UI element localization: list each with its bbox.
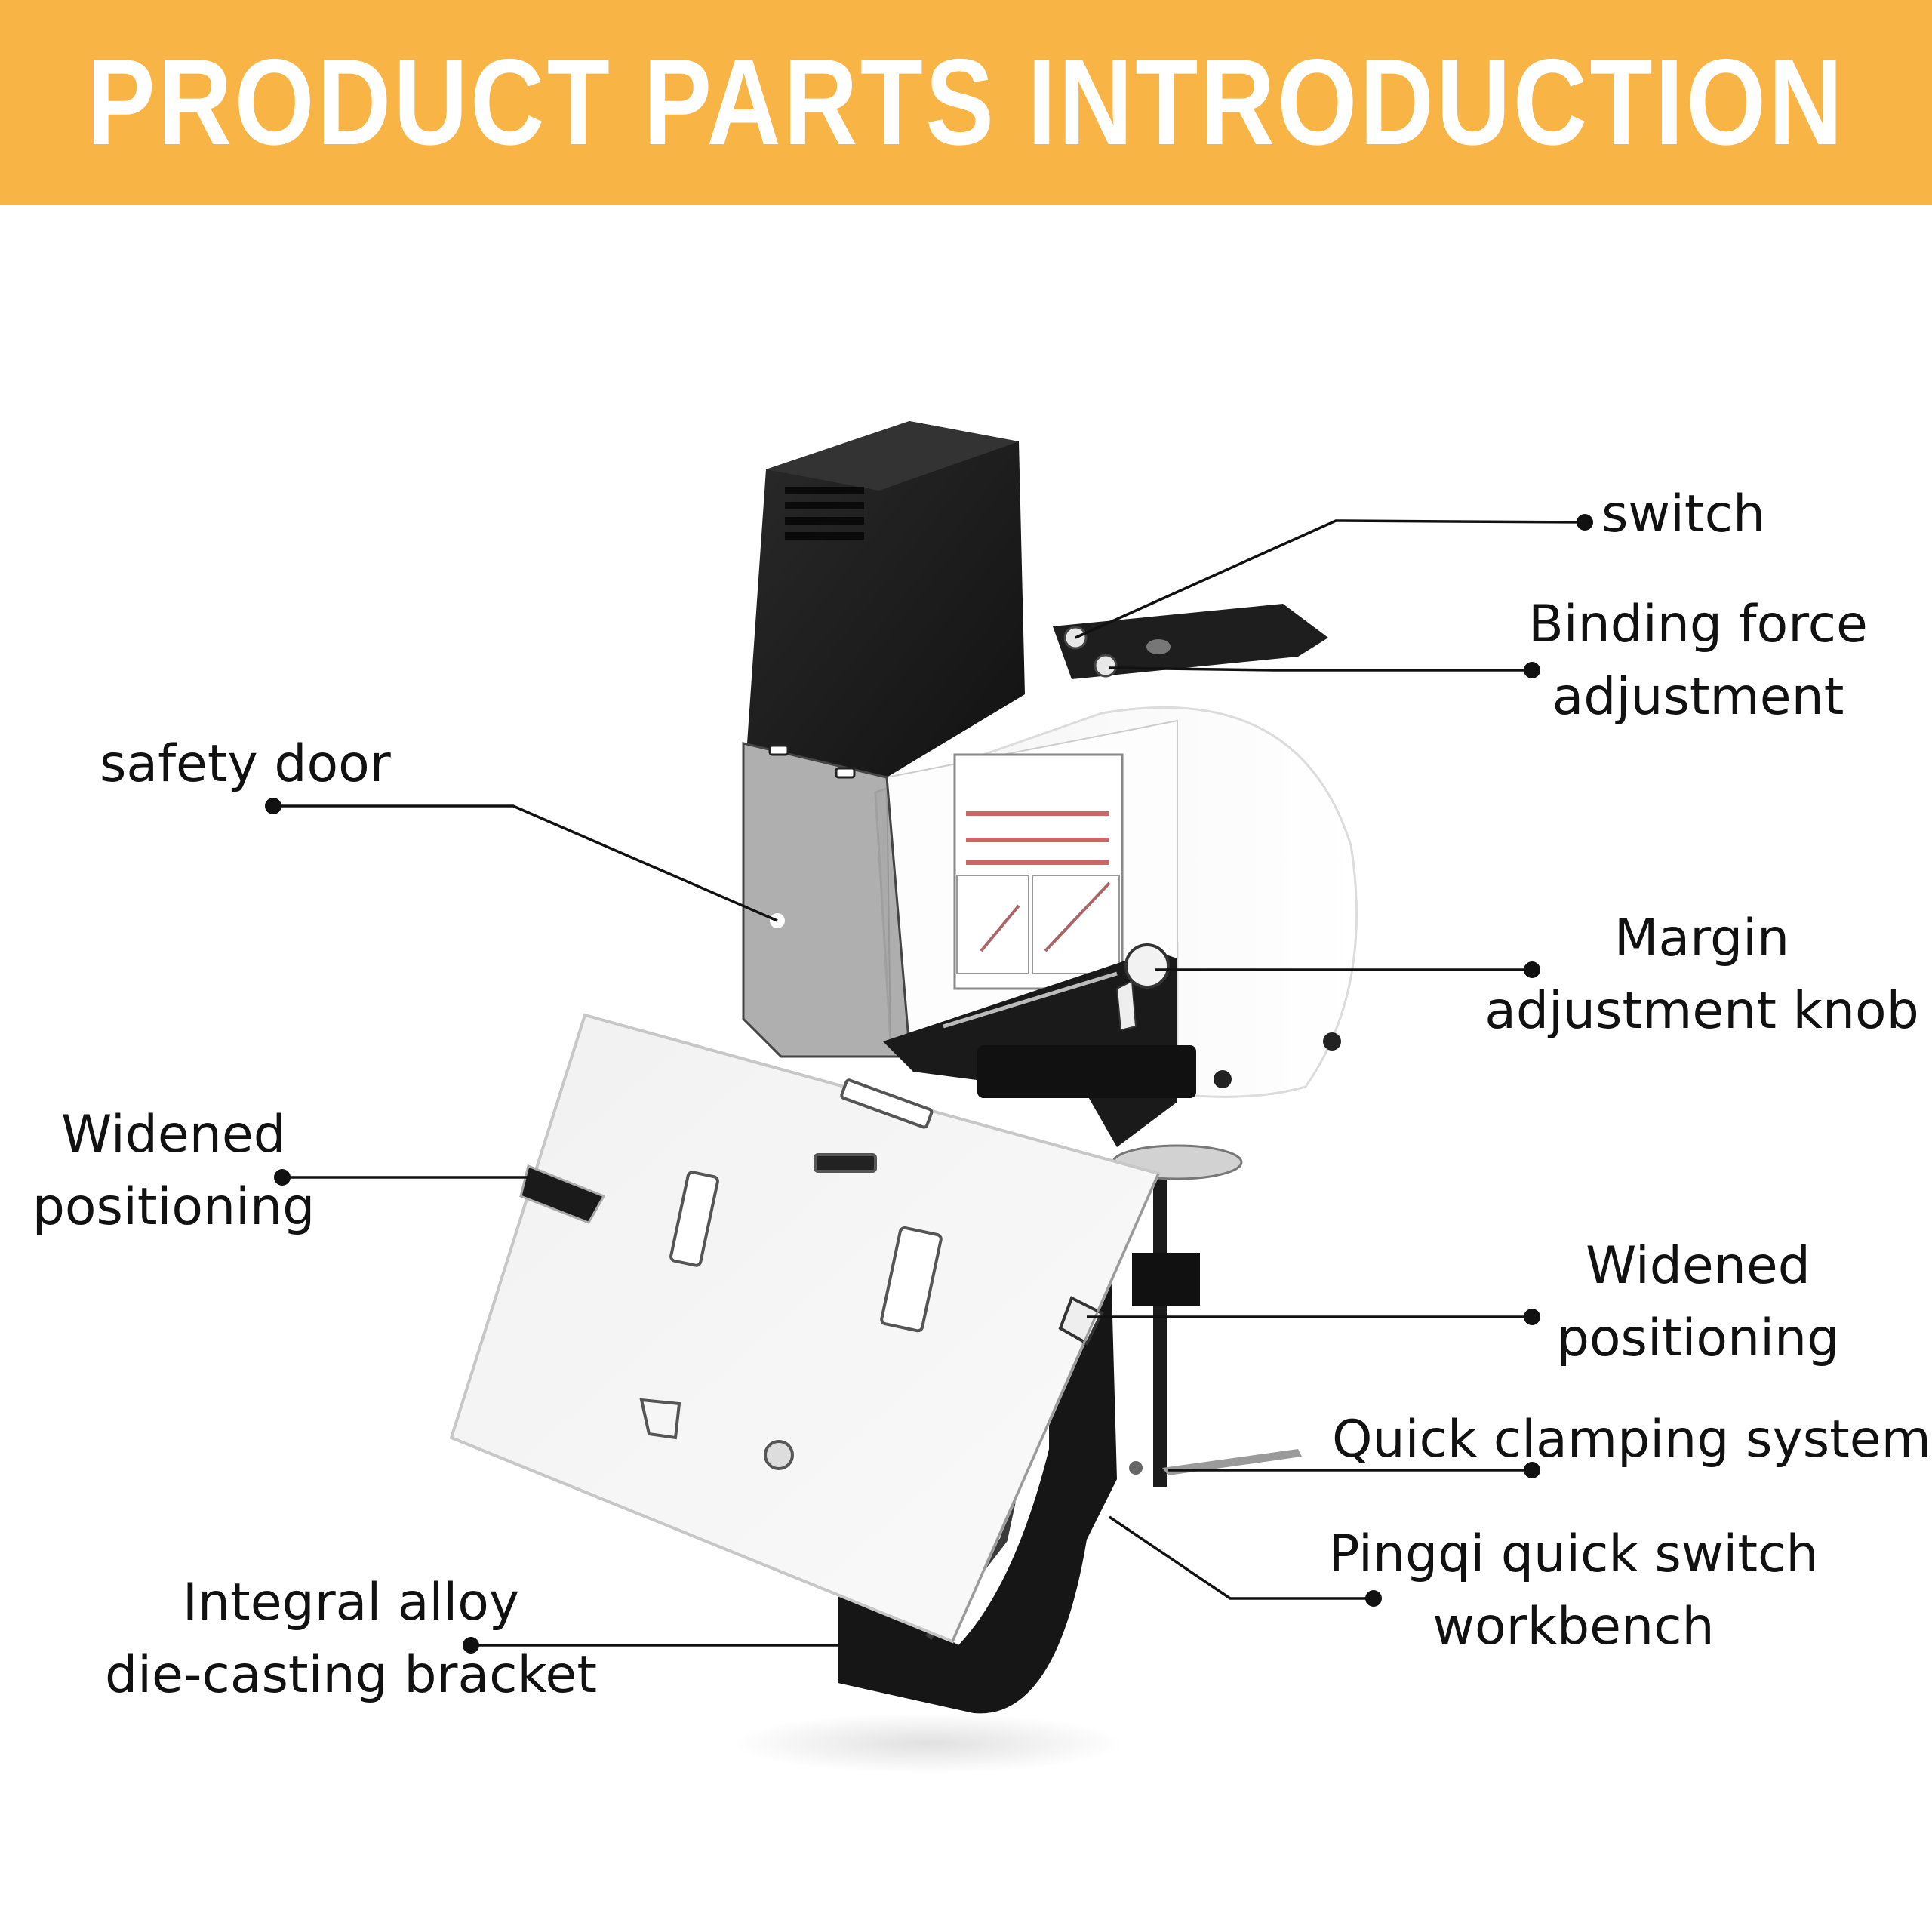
quick-clamp-pin <box>1129 1461 1143 1475</box>
vent-slots <box>785 487 864 540</box>
leader-dots <box>265 514 1593 1654</box>
margin-slot <box>943 971 1118 1029</box>
leader-switch <box>1075 519 1586 639</box>
plate-edge-shadow <box>951 1173 1160 1642</box>
widened-positioning-left-tab <box>519 1164 606 1224</box>
label-quick-clamping-system: Quick clamping system <box>1332 1410 1931 1469</box>
margin-lever <box>1115 980 1137 1032</box>
leader-safety-door <box>273 804 778 922</box>
binding-force-knob <box>1094 654 1118 678</box>
clamp-post <box>1153 1177 1167 1487</box>
label-die-casting-bracket: Integral alloy die-casting bracket <box>105 1573 597 1705</box>
clamp-block <box>977 1045 1196 1098</box>
widened-positioning-right-tab <box>1058 1296 1104 1346</box>
label-pingqi-quick-switch-workbench: Pingqi quick switch workbench <box>1328 1524 1819 1657</box>
safety-door-shape <box>742 742 911 1058</box>
ground-shadow <box>732 1713 1124 1774</box>
leader-pingqi <box>1109 1515 1374 1600</box>
leader-lines <box>273 519 1586 1647</box>
clamp-bracket <box>1132 1253 1200 1306</box>
label-binding-force-adjustment: Binding force adjustment <box>1528 595 1868 727</box>
top-tray <box>1053 604 1328 679</box>
tray-hole <box>1146 639 1171 654</box>
label-safety-door: safety door <box>100 734 391 794</box>
label-widened-positioning-right: Widened positioning <box>1556 1236 1840 1368</box>
stapler-head-top <box>766 421 1019 491</box>
page-title: PRODUCT PARTS INTRODUCTION <box>86 34 1846 171</box>
screw-1 <box>1323 1032 1341 1051</box>
leader-binding-force <box>1109 666 1532 672</box>
header-banner: PRODUCT PARTS INTRODUCTION <box>0 0 1932 205</box>
plate-slots <box>639 1078 943 1470</box>
instruction-sticker <box>953 753 1124 990</box>
label-widened-positioning-left: Widened positioning <box>32 1105 315 1237</box>
label-switch: switch <box>1601 485 1766 544</box>
door-tabs <box>768 744 856 779</box>
screw-2 <box>1214 1070 1232 1088</box>
die-casting-bracket <box>838 1208 1117 1714</box>
stapler-head <box>747 421 1025 777</box>
margin-knob-shape <box>1124 943 1170 989</box>
label-margin-adjustment-knob: Margin adjustment knob <box>1484 909 1919 1041</box>
